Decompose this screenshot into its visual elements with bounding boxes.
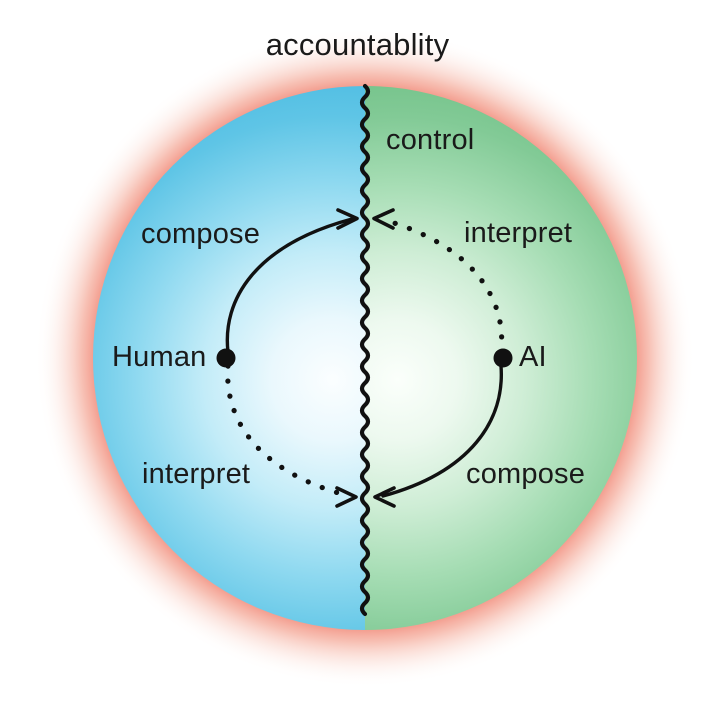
node-human-dot [216,348,236,368]
label-interpret-human: interpret [142,458,251,490]
arrow-interpret-ai [372,208,505,355]
label-control: control [386,124,475,156]
label-compose-human: compose [141,218,261,250]
diagram-title: accountablity [265,27,450,62]
label-interpret-ai: interpret [464,217,573,249]
label-compose-ai: compose [466,458,586,490]
label-human: Human [112,341,207,373]
control-boundary-wavy-line [359,83,371,617]
arrow-compose-ai [373,364,503,508]
arrow-compose-human [225,208,359,354]
label-ai: AI [519,341,547,373]
arrow-interpret-human [225,363,358,508]
node-ai-dot [493,348,513,368]
